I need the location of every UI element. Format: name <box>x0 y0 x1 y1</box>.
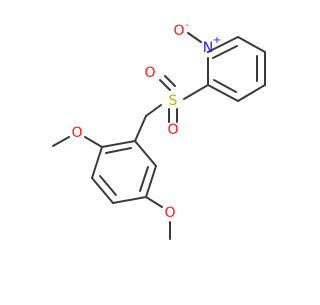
bond-b-c3-c4-inner <box>99 175 117 196</box>
bond-n-ominus <box>187 32 202 43</box>
bond-b-c3-c4 <box>91 177 114 204</box>
structure-svg: N + O - S O O O O <box>52 20 266 240</box>
bond-ometh-ch3-left <box>52 136 70 147</box>
bond-s-ch2 <box>145 104 162 117</box>
bond-c6-c5 <box>237 36 266 53</box>
atom-o-methoxy-left: O <box>71 125 82 141</box>
charge-n-plus: + <box>213 35 221 46</box>
bond-n-c6 <box>207 36 239 53</box>
bond-c2-s <box>183 84 209 100</box>
bond-s-o-top-b <box>164 75 176 87</box>
charge-o-minus: - <box>185 20 189 31</box>
bond-ch2-c1 <box>134 115 147 142</box>
bond-group <box>52 32 266 240</box>
bond-b-c1-c2-inner <box>105 147 132 154</box>
atom-o-methoxy-right: O <box>164 205 175 221</box>
bond-c3-c2-inner <box>213 79 237 93</box>
bond-b-c4-c5 <box>112 196 147 204</box>
atom-o-minus: O <box>173 23 184 39</box>
atom-labels: N + O - S O O O O <box>71 20 221 221</box>
bond-c4-c3 <box>237 84 266 102</box>
atom-n: N <box>203 40 213 56</box>
bond-b-c5-c6 <box>145 165 157 198</box>
bond-b-c6-c1 <box>134 140 157 167</box>
bond-n-c6-inner <box>212 45 238 59</box>
bond-s-o-top-a <box>159 79 171 91</box>
atom-s: S <box>169 93 178 109</box>
atom-o-sulfonyl-bottom: O <box>167 122 178 138</box>
bond-b-c2-c3 <box>91 146 103 179</box>
bond-b-c5-ometh <box>145 196 163 208</box>
bond-b-c1-c2 <box>101 140 136 148</box>
molecule-diagram: N + O - S O O O O <box>52 20 266 240</box>
bond-b-c2-ometh <box>84 136 103 148</box>
bond-b-c5-c6-inner <box>139 166 149 192</box>
atom-o-sulfonyl-top: O <box>144 65 155 81</box>
bond-c3-c2 <box>207 84 239 102</box>
